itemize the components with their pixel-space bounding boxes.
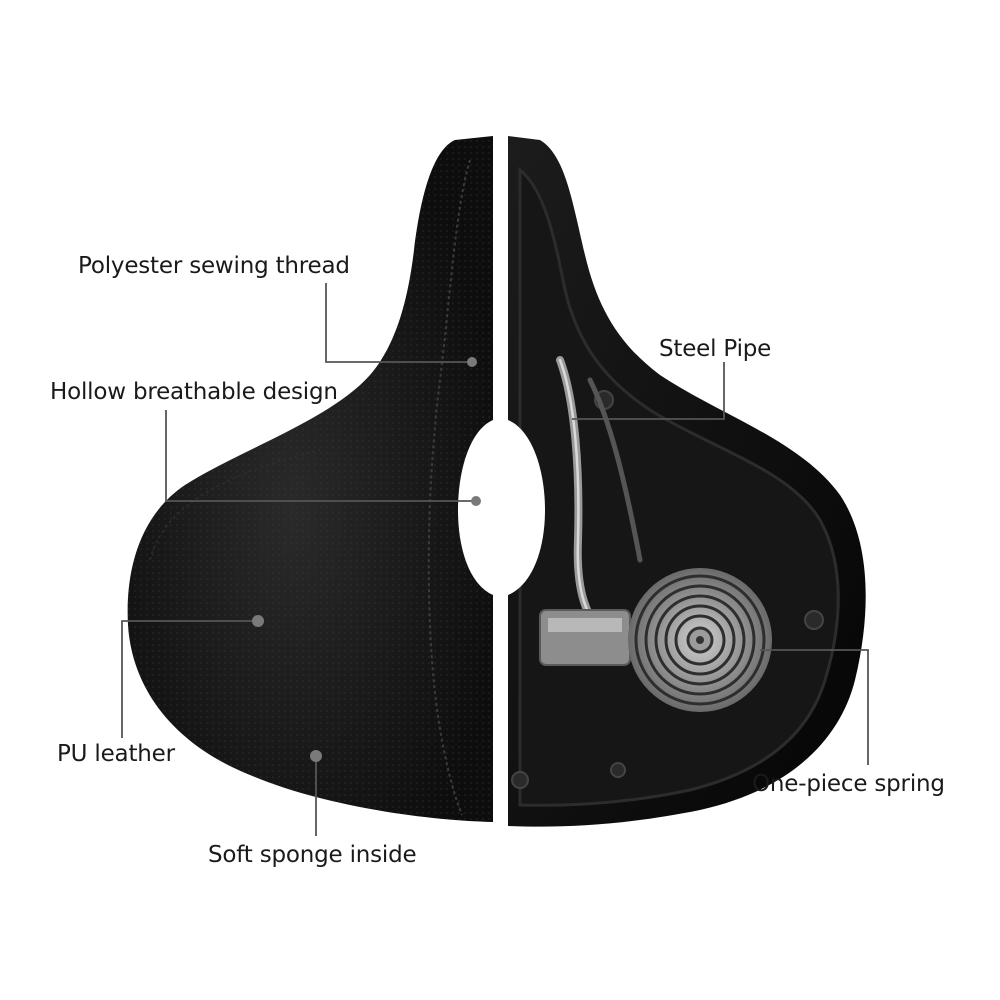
coil-spring-icon	[628, 568, 772, 712]
callout-line-hollow	[165, 410, 476, 502]
label-soft-sponge-inside: Soft sponge inside	[208, 842, 417, 868]
label-pu-leather: PU leather	[57, 741, 175, 767]
label-one-piece-spring: One-piece spring	[752, 771, 945, 797]
callout-dots	[252, 357, 481, 762]
callout-dot-pu	[252, 615, 264, 627]
label-steel-pipe: Steel Pipe	[659, 336, 772, 362]
saddle-top-half	[127, 136, 494, 822]
callout-line-spring	[760, 649, 869, 765]
saddle-underside-half	[508, 136, 866, 827]
callout-dot-thread	[467, 357, 477, 367]
callout-dot-sponge	[310, 750, 322, 762]
callout-line-pu	[121, 620, 258, 738]
stitch-seam	[427, 159, 471, 816]
hollow-cutout	[458, 420, 545, 595]
split-gap	[493, 120, 508, 840]
callout-line-pipe	[572, 362, 725, 420]
callout-dot-hollow	[471, 496, 481, 506]
label-hollow-breathable-design: Hollow breathable design	[50, 379, 338, 405]
callout-line-thread	[325, 283, 472, 363]
callout-lines	[121, 283, 869, 836]
label-polyester-sewing-thread: Polyester sewing thread	[78, 253, 350, 279]
